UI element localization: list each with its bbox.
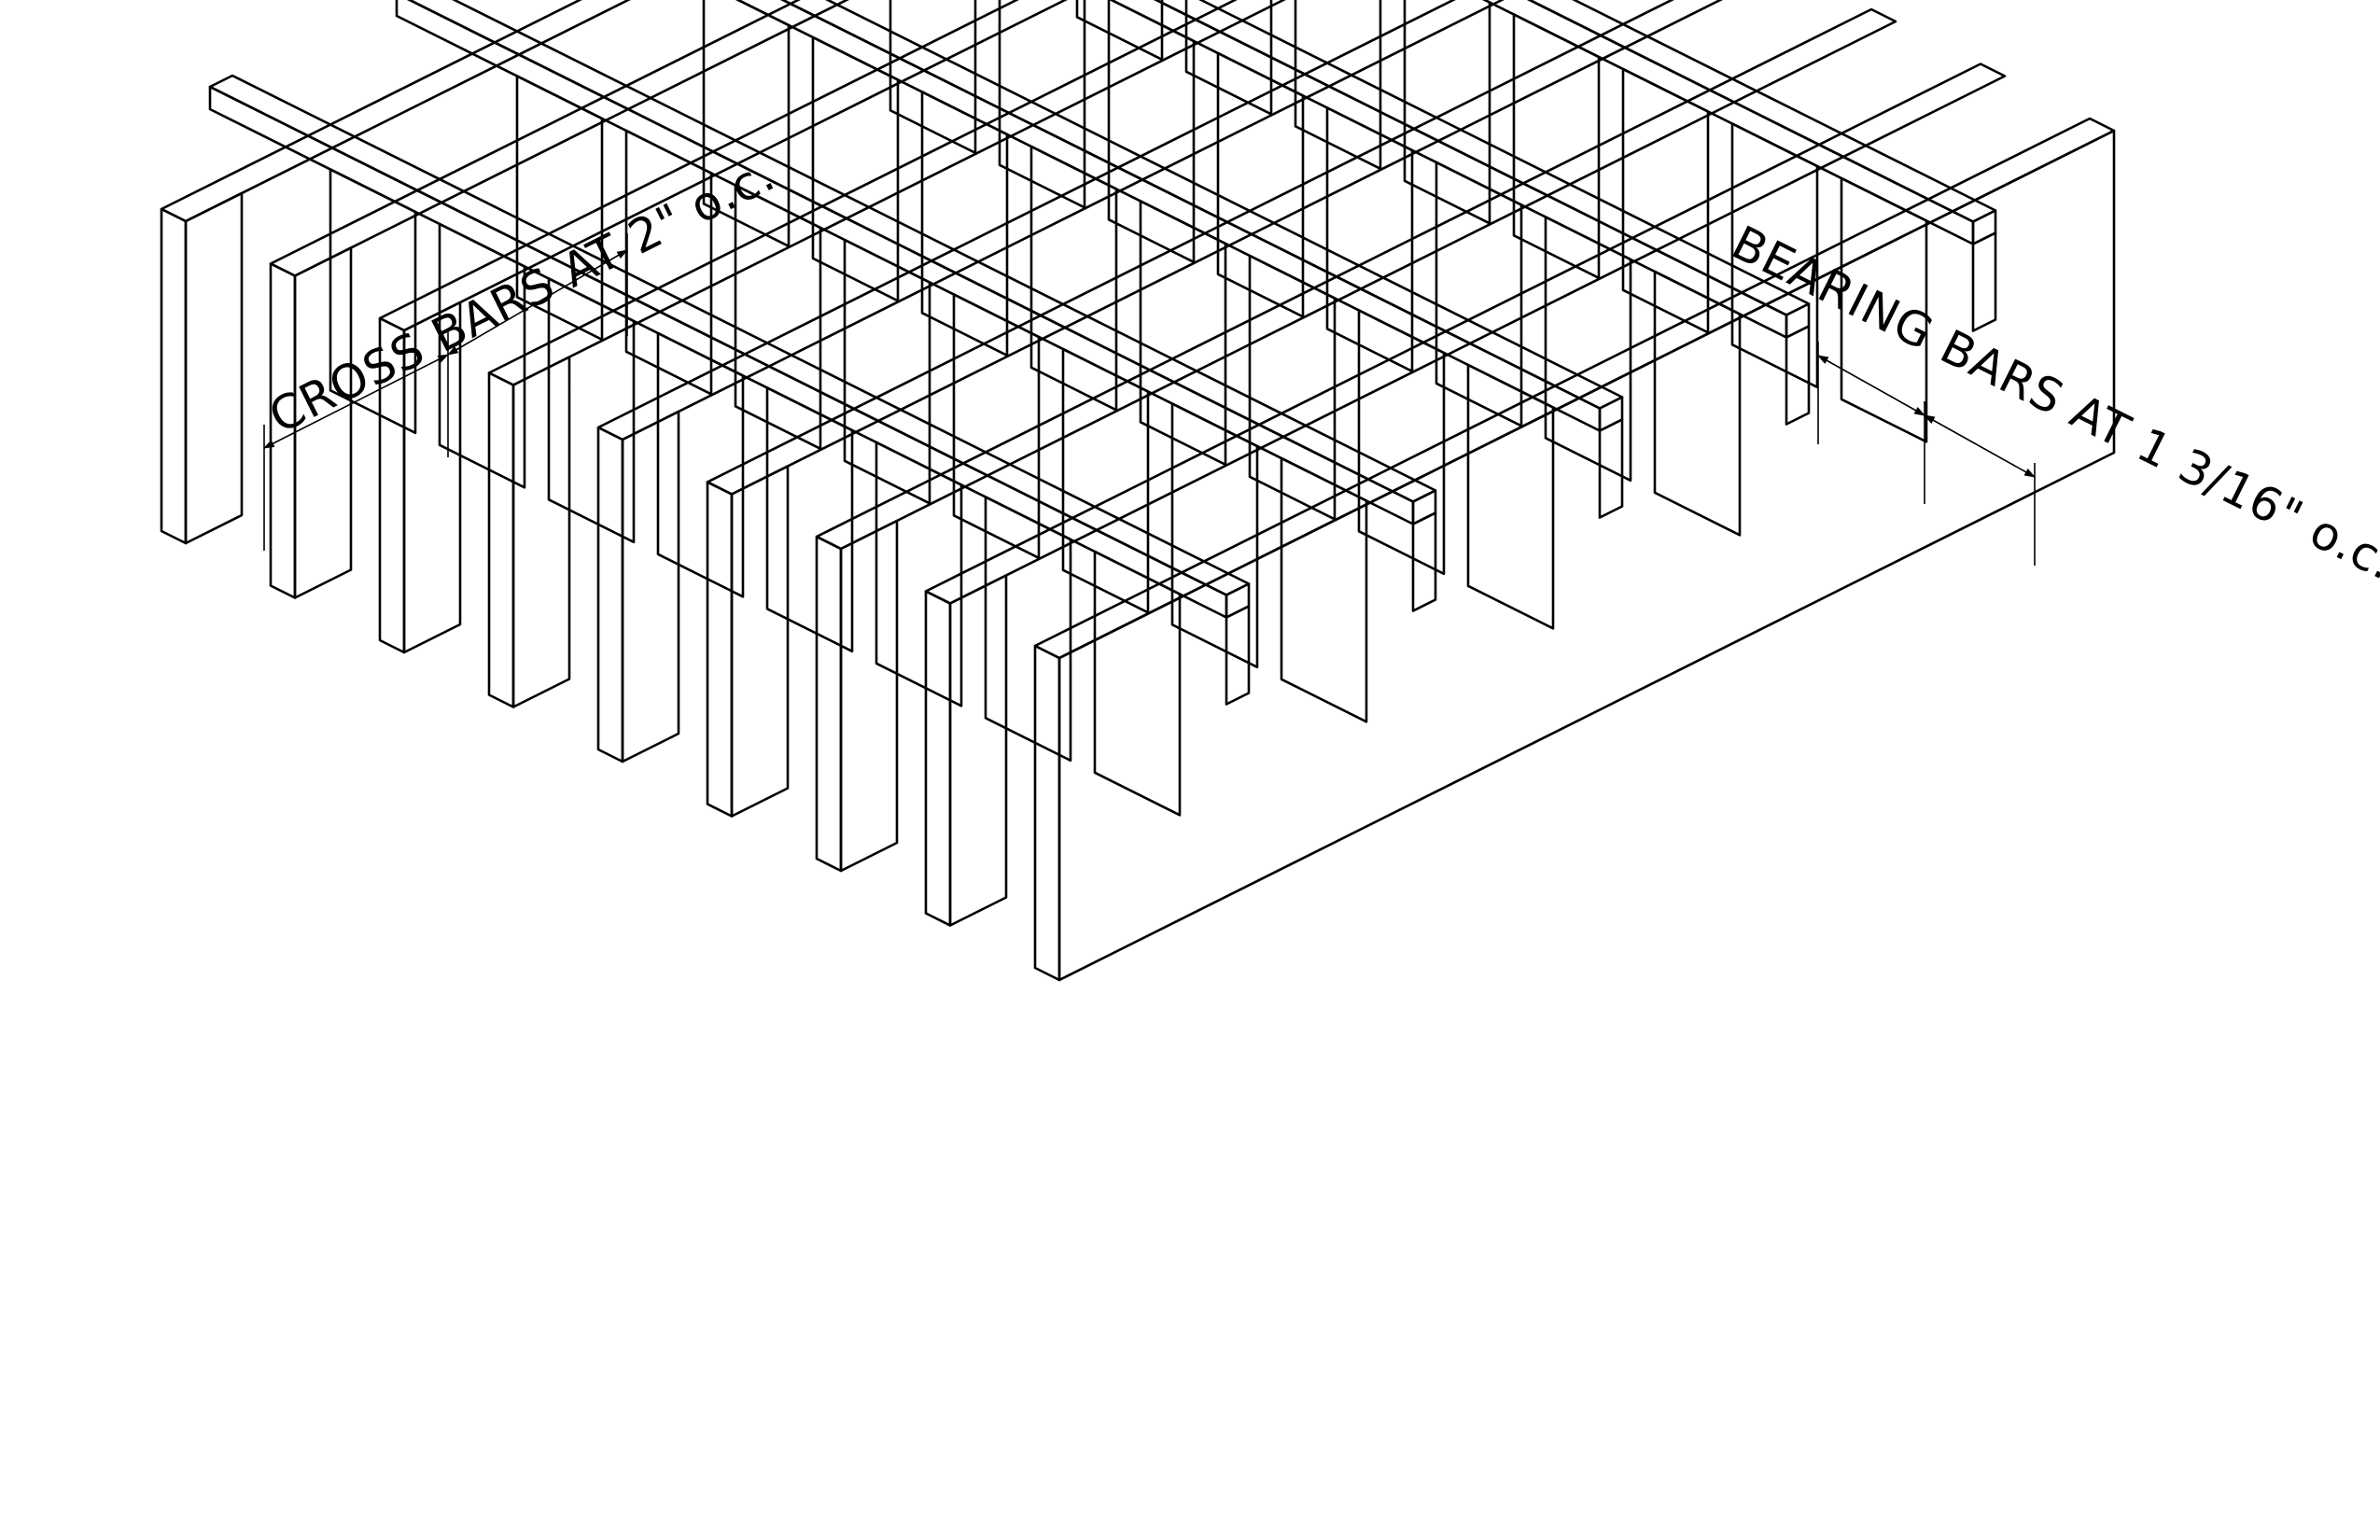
cross-bar-top	[1154, 0, 1811, 316]
cross-bar-end	[1411, 489, 1437, 525]
bearing-bar-top	[924, 63, 2007, 605]
bearing-bars-label: BEARING BARS AT 1 3/16" o.c.	[1724, 216, 2380, 591]
cross-bar-stub	[1598, 418, 1624, 519]
bearing-bar-end	[706, 481, 734, 818]
bearing-bar-top	[596, 0, 1505, 441]
cross-bar	[395, 0, 1437, 612]
cross-bar-stub	[1411, 511, 1437, 612]
grating-assembly	[160, 0, 2116, 982]
dimension-line	[1816, 355, 1926, 416]
bearing-bar-end	[596, 426, 624, 763]
bearing-bar-top	[1033, 117, 2116, 660]
slot-shadow	[702, 0, 791, 248]
bearing-bar	[269, 0, 849, 599]
slot-shadow	[998, 0, 1086, 209]
bearing-bar-end	[815, 535, 843, 873]
slot-shadow	[1184, 0, 1273, 116]
cross-bar-stub	[1971, 231, 1997, 332]
bearing-bar-side	[184, 191, 244, 545]
cross-bar	[1482, 0, 1997, 332]
cross-bar-stub	[1225, 605, 1251, 706]
dimension-line	[446, 249, 629, 356]
slot-shadow	[1403, 0, 1491, 225]
bearing-bar-top	[269, 0, 849, 277]
cross-bar	[735, 0, 1624, 519]
bearing-bar-side	[839, 519, 899, 873]
cross-bar-end	[1971, 209, 1997, 245]
cross-bar-top	[208, 74, 1251, 596]
dimension-callouts	[262, 233, 2037, 566]
bearing-bar	[487, 0, 1286, 708]
bearing-bar-end	[160, 207, 188, 545]
bearing-bar	[378, 0, 1068, 654]
slot-shadow	[1294, 0, 1382, 171]
bearing-bar-top	[815, 7, 1897, 551]
bearing-bar-end	[487, 371, 515, 708]
cross-bar	[1109, 0, 1811, 426]
bearing-bar	[596, 0, 1505, 763]
dimension-line	[1923, 414, 2037, 478]
cross-bar-stub	[1785, 325, 1811, 426]
cross-bar-end	[1225, 582, 1251, 619]
bearing-bar-top	[487, 0, 1286, 386]
bearing-bar	[1033, 117, 2116, 982]
bearing-bar	[160, 0, 631, 545]
slot-shadow	[1075, 0, 1164, 62]
bearing-bar-side	[1057, 129, 2116, 982]
bearing-bar	[924, 63, 2007, 927]
cross-bar-end	[1785, 302, 1811, 339]
slot-shadow	[889, 0, 977, 155]
bearing-bar-side	[621, 410, 680, 763]
bearing-bar	[815, 7, 1897, 873]
bearing-bar-side	[730, 465, 790, 818]
bearing-bar-end	[1033, 644, 1061, 982]
bearing-bar-side	[511, 356, 571, 708]
bearing-bar-side	[948, 574, 1008, 927]
bearing-bar	[706, 0, 1723, 818]
dimension-line	[262, 354, 450, 449]
cross-bar-end	[1598, 396, 1624, 432]
bearing-bar-end	[924, 590, 952, 927]
